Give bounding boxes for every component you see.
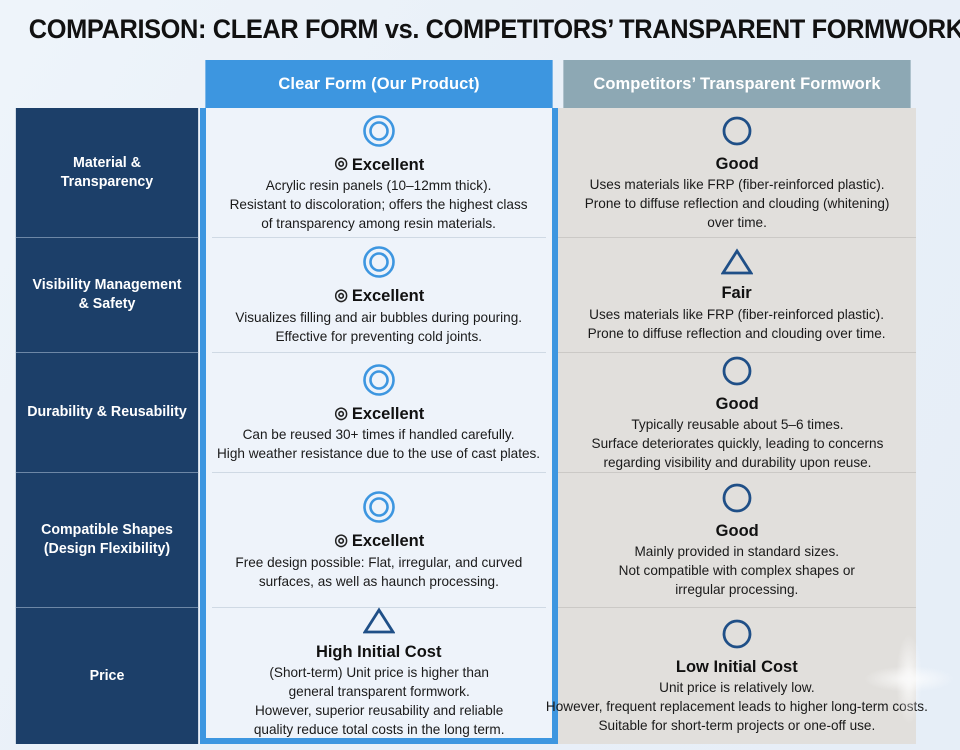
desc-ours-material-transparency: Acrylic resin panels (10–12mm thick).Res… [230,176,528,231]
double-circle-icon [362,114,396,153]
row-label-text: Price [89,667,125,684]
row-label-compatible-shapes: Compatible Shapes(Design Flexibility) [15,473,199,608]
double-circle-icon [362,245,396,284]
rating-competitors-price: Low Initial Cost [676,656,798,677]
rating-ours-price: High Initial Cost [316,641,442,662]
row-label-text: Durability & Reusability [27,404,187,421]
row-label-text: Compatible Shapes(Design Flexibility) [41,522,173,557]
row-label-text: Material &Transparency [60,154,154,190]
rating-label: Fair [721,283,753,303]
desc-competitors-material-transparency: Uses materials like FRP (fiber-reinforce… [584,175,890,230]
desc-ours-durability-reusability: Can be reused 30+ times if handled caref… [217,426,541,462]
rating-competitors-durability-reusability: Good [715,393,758,414]
cell-competitors-price: Low Initial Cost Unit price is relativel… [546,608,928,744]
cell-ours-compatible-shapes: ◎ Excellent Free design possible: Flat, … [200,473,558,608]
cell-competitors-durability-reusability: Good Typically reusable about 5–6 times.… [558,353,916,473]
rating-competitors-compatible-shapes: Good [715,520,758,541]
triangle-icon [720,248,754,281]
desc-competitors-compatible-shapes: Mainly provided in standard sizes.Not co… [618,543,856,598]
rating-competitors-material-transparency: Good [715,153,758,174]
circle-icon [721,618,753,655]
desc-competitors-visibility-safety: Uses materials like FRP (fiber-reinforce… [588,305,886,341]
rating-competitors-visibility-safety: Fair [722,282,752,303]
double-circle-glyph-icon: ◎ [334,287,348,305]
comparison-table: Clear Form (Our Product) Competitors’ Tr… [14,60,928,744]
double-circle-glyph-icon: ◎ [334,155,348,173]
circle-icon [721,355,753,392]
row-label-material-transparency: Material &Transparency [15,108,199,238]
rating-label: Low Initial Cost [676,656,798,676]
header-spacer-cell [14,60,200,108]
row-label-price: Price [15,608,199,744]
rating-label: Excellent [351,403,424,423]
rating-label: High Initial Cost [316,642,442,662]
rating-ours-durability-reusability: ◎ Excellent [334,403,424,424]
rating-label: Excellent [351,154,424,174]
cell-competitors-material-transparency: Good Uses materials like FRP (fiber-rein… [558,108,916,238]
double-circle-icon [362,363,396,402]
cell-competitors-visibility-safety: Fair Uses materials like FRP (fiber-rein… [558,238,916,353]
row-label-visibility-safety: Visibility Management& Safety [15,238,199,353]
page-title: COMPARISON: CLEAR FORM vs. COMPETITORS’ … [28,14,960,44]
double-circle-glyph-icon: ◎ [334,532,348,550]
triangle-icon [362,607,396,640]
cell-ours-durability-reusability: ◎ Excellent Can be reused 30+ times if h… [200,353,558,473]
cell-ours-material-transparency: ◎ Excellent Acrylic resin panels (10–12m… [200,108,558,238]
rating-label: Good [715,393,759,413]
header-ours: Clear Form (Our Product) [205,60,553,108]
double-circle-glyph-icon: ◎ [334,404,348,422]
cell-ours-visibility-safety: ◎ Excellent Visualizes filling and air b… [200,238,558,353]
row-label-text: Visibility Management& Safety [32,277,182,312]
cell-competitors-compatible-shapes: Good Mainly provided in standard sizes.N… [558,473,916,608]
rating-label: Good [715,521,759,541]
rating-ours-compatible-shapes: ◎ Excellent [334,530,424,551]
rating-label: Excellent [351,286,424,306]
header-competitors: Competitors’ Transparent Formwork [563,60,911,108]
rating-label: Excellent [351,531,424,551]
desc-ours-visibility-safety: Visualizes filling and air bubbles durin… [235,308,523,344]
rating-ours-visibility-safety: ◎ Excellent [334,285,424,306]
rating-ours-material-transparency: ◎ Excellent [334,154,424,175]
double-circle-icon [362,490,396,529]
circle-icon [721,482,753,519]
cell-ours-price: High Initial Cost (Short-term) Unit pric… [200,607,558,744]
rating-label: Good [715,153,759,173]
comparison-grid: Clear Form (Our Product) Competitors’ Tr… [14,60,928,744]
row-label-durability-reusability: Durability & Reusability [15,353,199,473]
desc-competitors-durability-reusability: Typically reusable about 5–6 times.Surfa… [591,415,883,470]
desc-competitors-price: Unit price is relatively low.However, fr… [546,678,928,733]
desc-ours-compatible-shapes: Free design possible: Flat, irregular, a… [235,553,523,589]
circle-icon [721,115,753,152]
